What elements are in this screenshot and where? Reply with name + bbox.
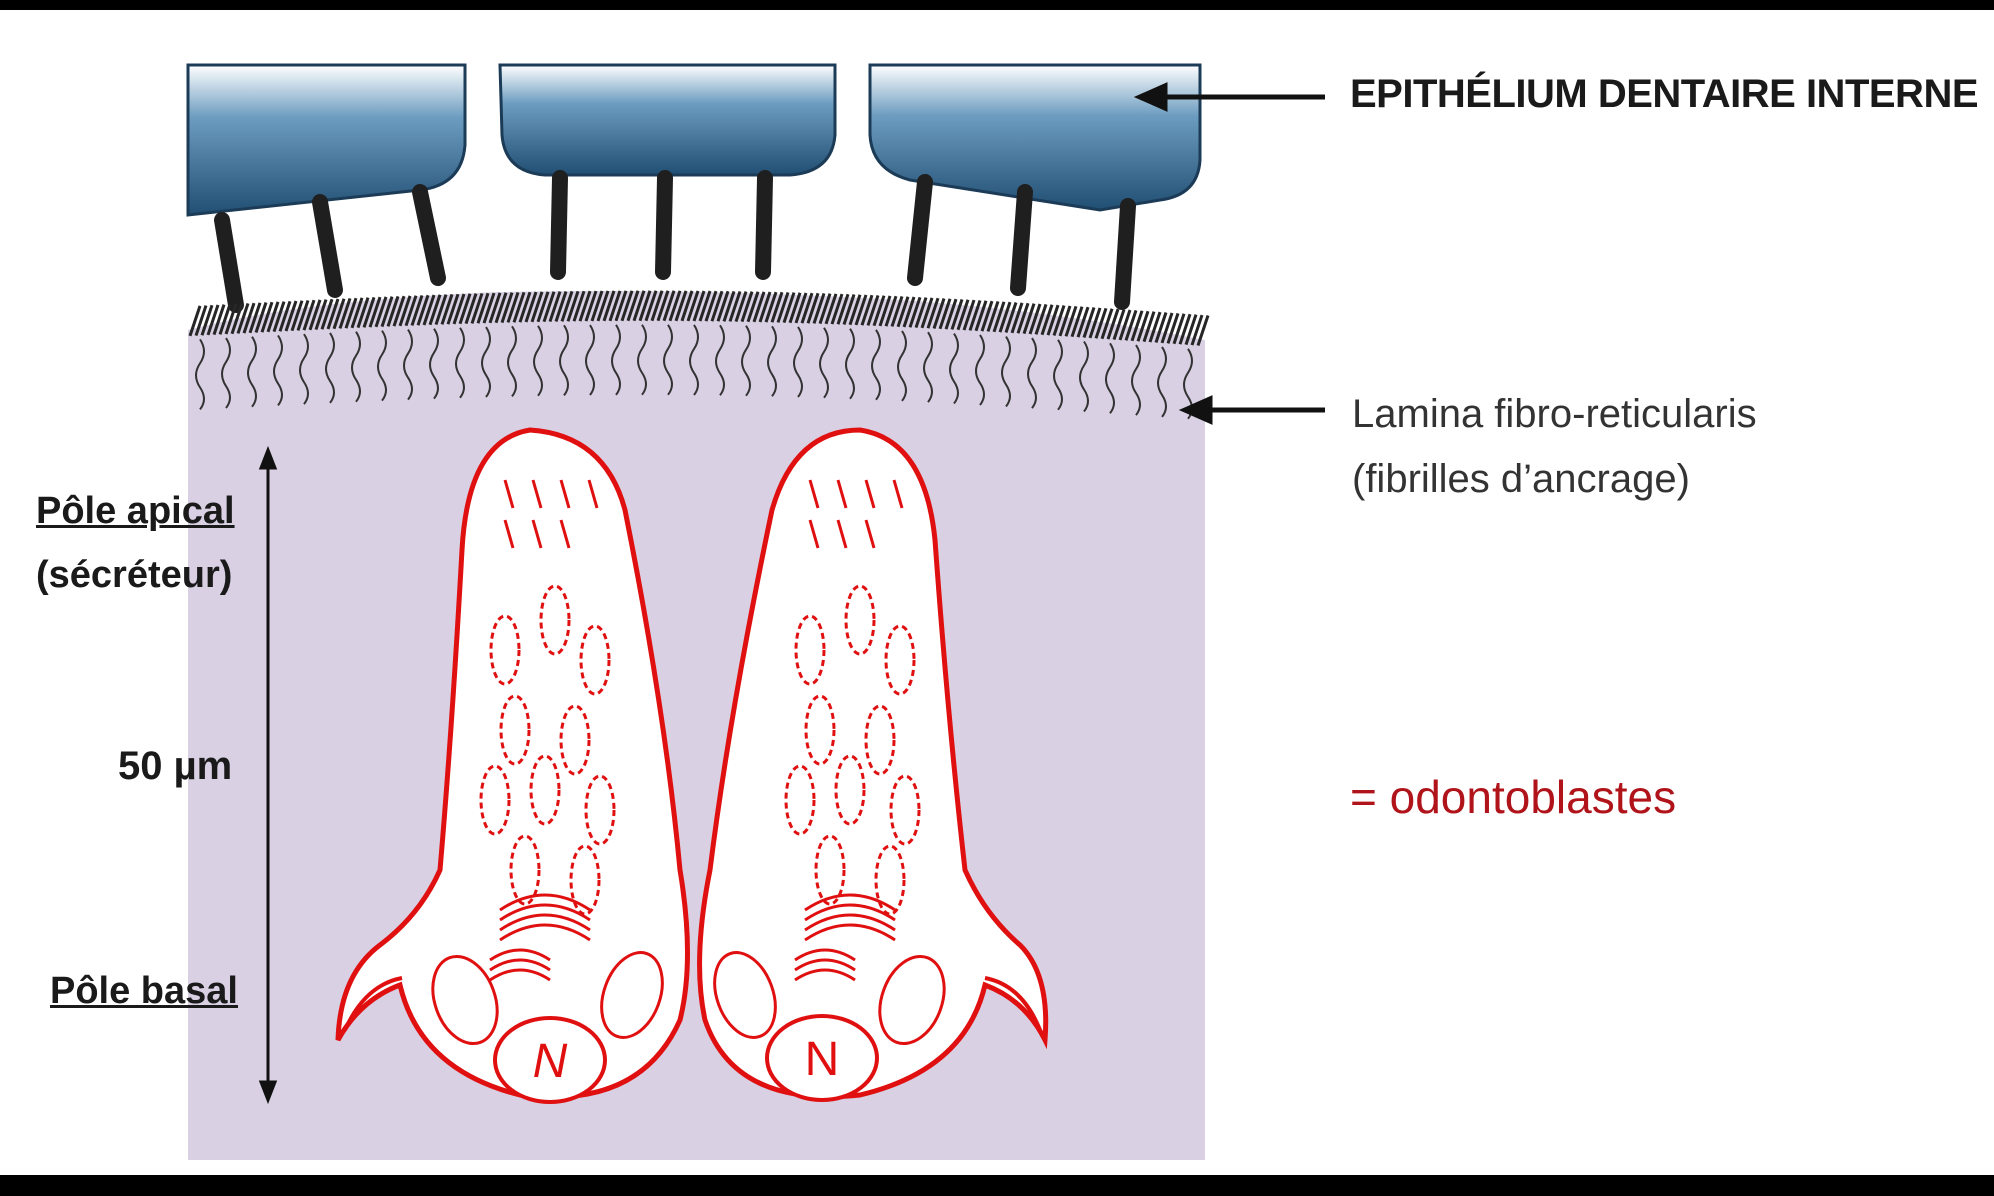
epithelium-cells: [188, 65, 1200, 215]
nucleus-label: N: [533, 1035, 568, 1088]
odontoblast-diagram: N N: [0, 10, 1994, 1175]
apical-pole-sublabel: (sécréteur): [36, 554, 232, 597]
apical-pole-label: Pôle apical: [36, 490, 235, 533]
nucleus-left: N: [495, 1018, 605, 1102]
odontoblasts-label: = odontoblastes: [1350, 770, 1676, 824]
basal-pole-label: Pôle basal: [50, 970, 238, 1013]
nucleus-label: N: [805, 1033, 840, 1086]
arrow-lamina: [1185, 399, 1325, 421]
lamina-label-line1: Lamina fibro-reticularis: [1352, 392, 1757, 437]
lamina-label-line2: (fibrilles d’ancrage): [1352, 457, 1690, 502]
slide: N N EPITHÉLIUM DENTAIRE INTERNE: [0, 10, 1994, 1175]
size-label: 50 µm: [118, 744, 232, 789]
epithelium-label: EPITHÉLIUM DENTAIRE INTERNE: [1350, 72, 1978, 117]
nucleus-right: N: [767, 1016, 877, 1100]
